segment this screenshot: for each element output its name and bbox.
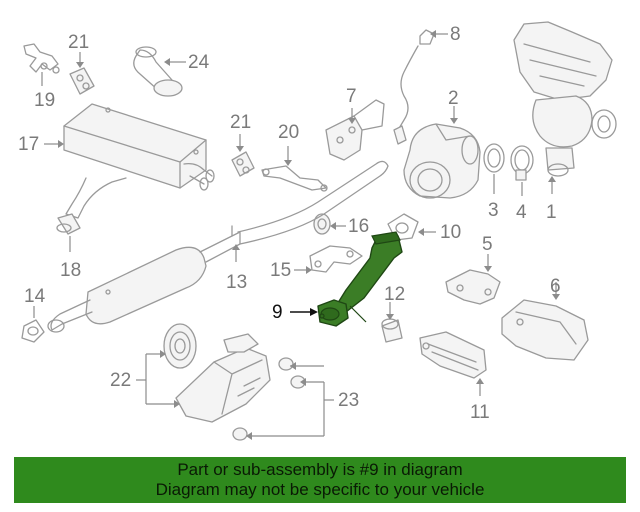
callout-21-lower: 21: [230, 112, 251, 152]
callout-3: 3: [488, 174, 499, 221]
svg-text:3: 3: [488, 200, 499, 221]
svg-text:5: 5: [482, 234, 493, 255]
part-8-oxygen-sensor: [393, 29, 435, 145]
svg-text:13: 13: [226, 272, 247, 293]
exhaust-parts-diagram: 19 21 24 17: [18, 21, 617, 441]
callout-23: 23: [246, 362, 359, 440]
svg-text:18: 18: [60, 260, 81, 281]
callout-15: 15: [270, 260, 312, 281]
part-11-heat-shield: [419, 331, 487, 379]
callout-13: 13: [226, 244, 247, 293]
part-7-heat-shield: [325, 99, 385, 161]
callout-7: 7: [346, 86, 357, 124]
svg-text:1: 1: [546, 202, 557, 223]
callout-19: 19: [34, 72, 55, 111]
callout-4: 4: [516, 182, 527, 223]
part-14-gasket: [21, 319, 45, 343]
callout-1: 1: [546, 176, 557, 223]
part-22-actuator-assembly: [163, 323, 271, 423]
part-18-clamp: [56, 213, 81, 235]
banner-line-1: Part or sub-assembly is #9 in diagram: [177, 460, 463, 479]
svg-text:9: 9: [272, 302, 283, 323]
part-13-intermediate-pipe: [47, 160, 389, 333]
callout-2: 2: [448, 88, 459, 124]
part-3-gasket: [483, 143, 505, 173]
svg-text:11: 11: [470, 402, 490, 423]
svg-text:14: 14: [24, 286, 46, 307]
part-1-turbocharger: [513, 21, 617, 177]
callout-21-upper: 21: [68, 32, 89, 68]
svg-text:20: 20: [278, 122, 299, 143]
svg-text:12: 12: [384, 284, 405, 305]
notice-banner: Part or sub-assembly is #9 in diagram Di…: [14, 457, 626, 503]
callout-17: 17: [18, 134, 64, 155]
part-17-rear-muffler: [63, 103, 215, 219]
part-20-hanger-bracket: [261, 165, 328, 192]
part-23-fasteners: [232, 357, 306, 441]
svg-text:15: 15: [270, 260, 291, 281]
callout-5: 5: [482, 234, 493, 272]
part-4-clamp: [510, 145, 534, 181]
callout-20: 20: [278, 122, 299, 166]
svg-text:19: 19: [34, 90, 55, 111]
part-19-bracket: [23, 43, 60, 74]
part-21-hanger-upper: [69, 67, 95, 95]
svg-text:10: 10: [440, 222, 461, 243]
callout-14: 14: [24, 286, 46, 318]
svg-text:24: 24: [188, 52, 210, 73]
part-24-pipe-tip: [133, 46, 183, 97]
callout-18: 18: [60, 236, 81, 281]
part-12-bushing: [381, 318, 403, 343]
callout-10: 10: [418, 222, 461, 243]
svg-text:21: 21: [230, 112, 251, 133]
svg-text:4: 4: [516, 202, 527, 223]
part-16-grommet: [313, 213, 331, 235]
part-5-bracket: [445, 269, 501, 305]
svg-text:17: 17: [18, 134, 39, 155]
callout-24: 24: [164, 52, 210, 73]
callout-22: 22: [110, 350, 180, 408]
banner-line-2: Diagram may not be specific to your vehi…: [155, 480, 485, 499]
callout-8: 8: [430, 24, 461, 45]
callout-16: 16: [330, 216, 369, 237]
part-6-heat-shield: [501, 299, 589, 361]
callout-12: 12: [384, 284, 405, 320]
callout-9: 9: [272, 302, 318, 323]
svg-text:8: 8: [450, 24, 461, 45]
svg-text:22: 22: [110, 370, 131, 391]
part-15-bracket: [309, 245, 363, 273]
part-21-hanger-lower: [231, 151, 255, 177]
svg-text:7: 7: [346, 86, 357, 107]
svg-text:2: 2: [448, 88, 459, 109]
svg-text:23: 23: [338, 390, 359, 411]
part-2-catalytic-converter: [403, 123, 481, 199]
callout-11: 11: [470, 378, 490, 423]
svg-text:6: 6: [550, 276, 561, 297]
svg-text:21: 21: [68, 32, 89, 53]
svg-text:16: 16: [348, 216, 369, 237]
part-9-front-pipe-highlighted: [317, 231, 403, 327]
callout-6: 6: [550, 276, 561, 300]
